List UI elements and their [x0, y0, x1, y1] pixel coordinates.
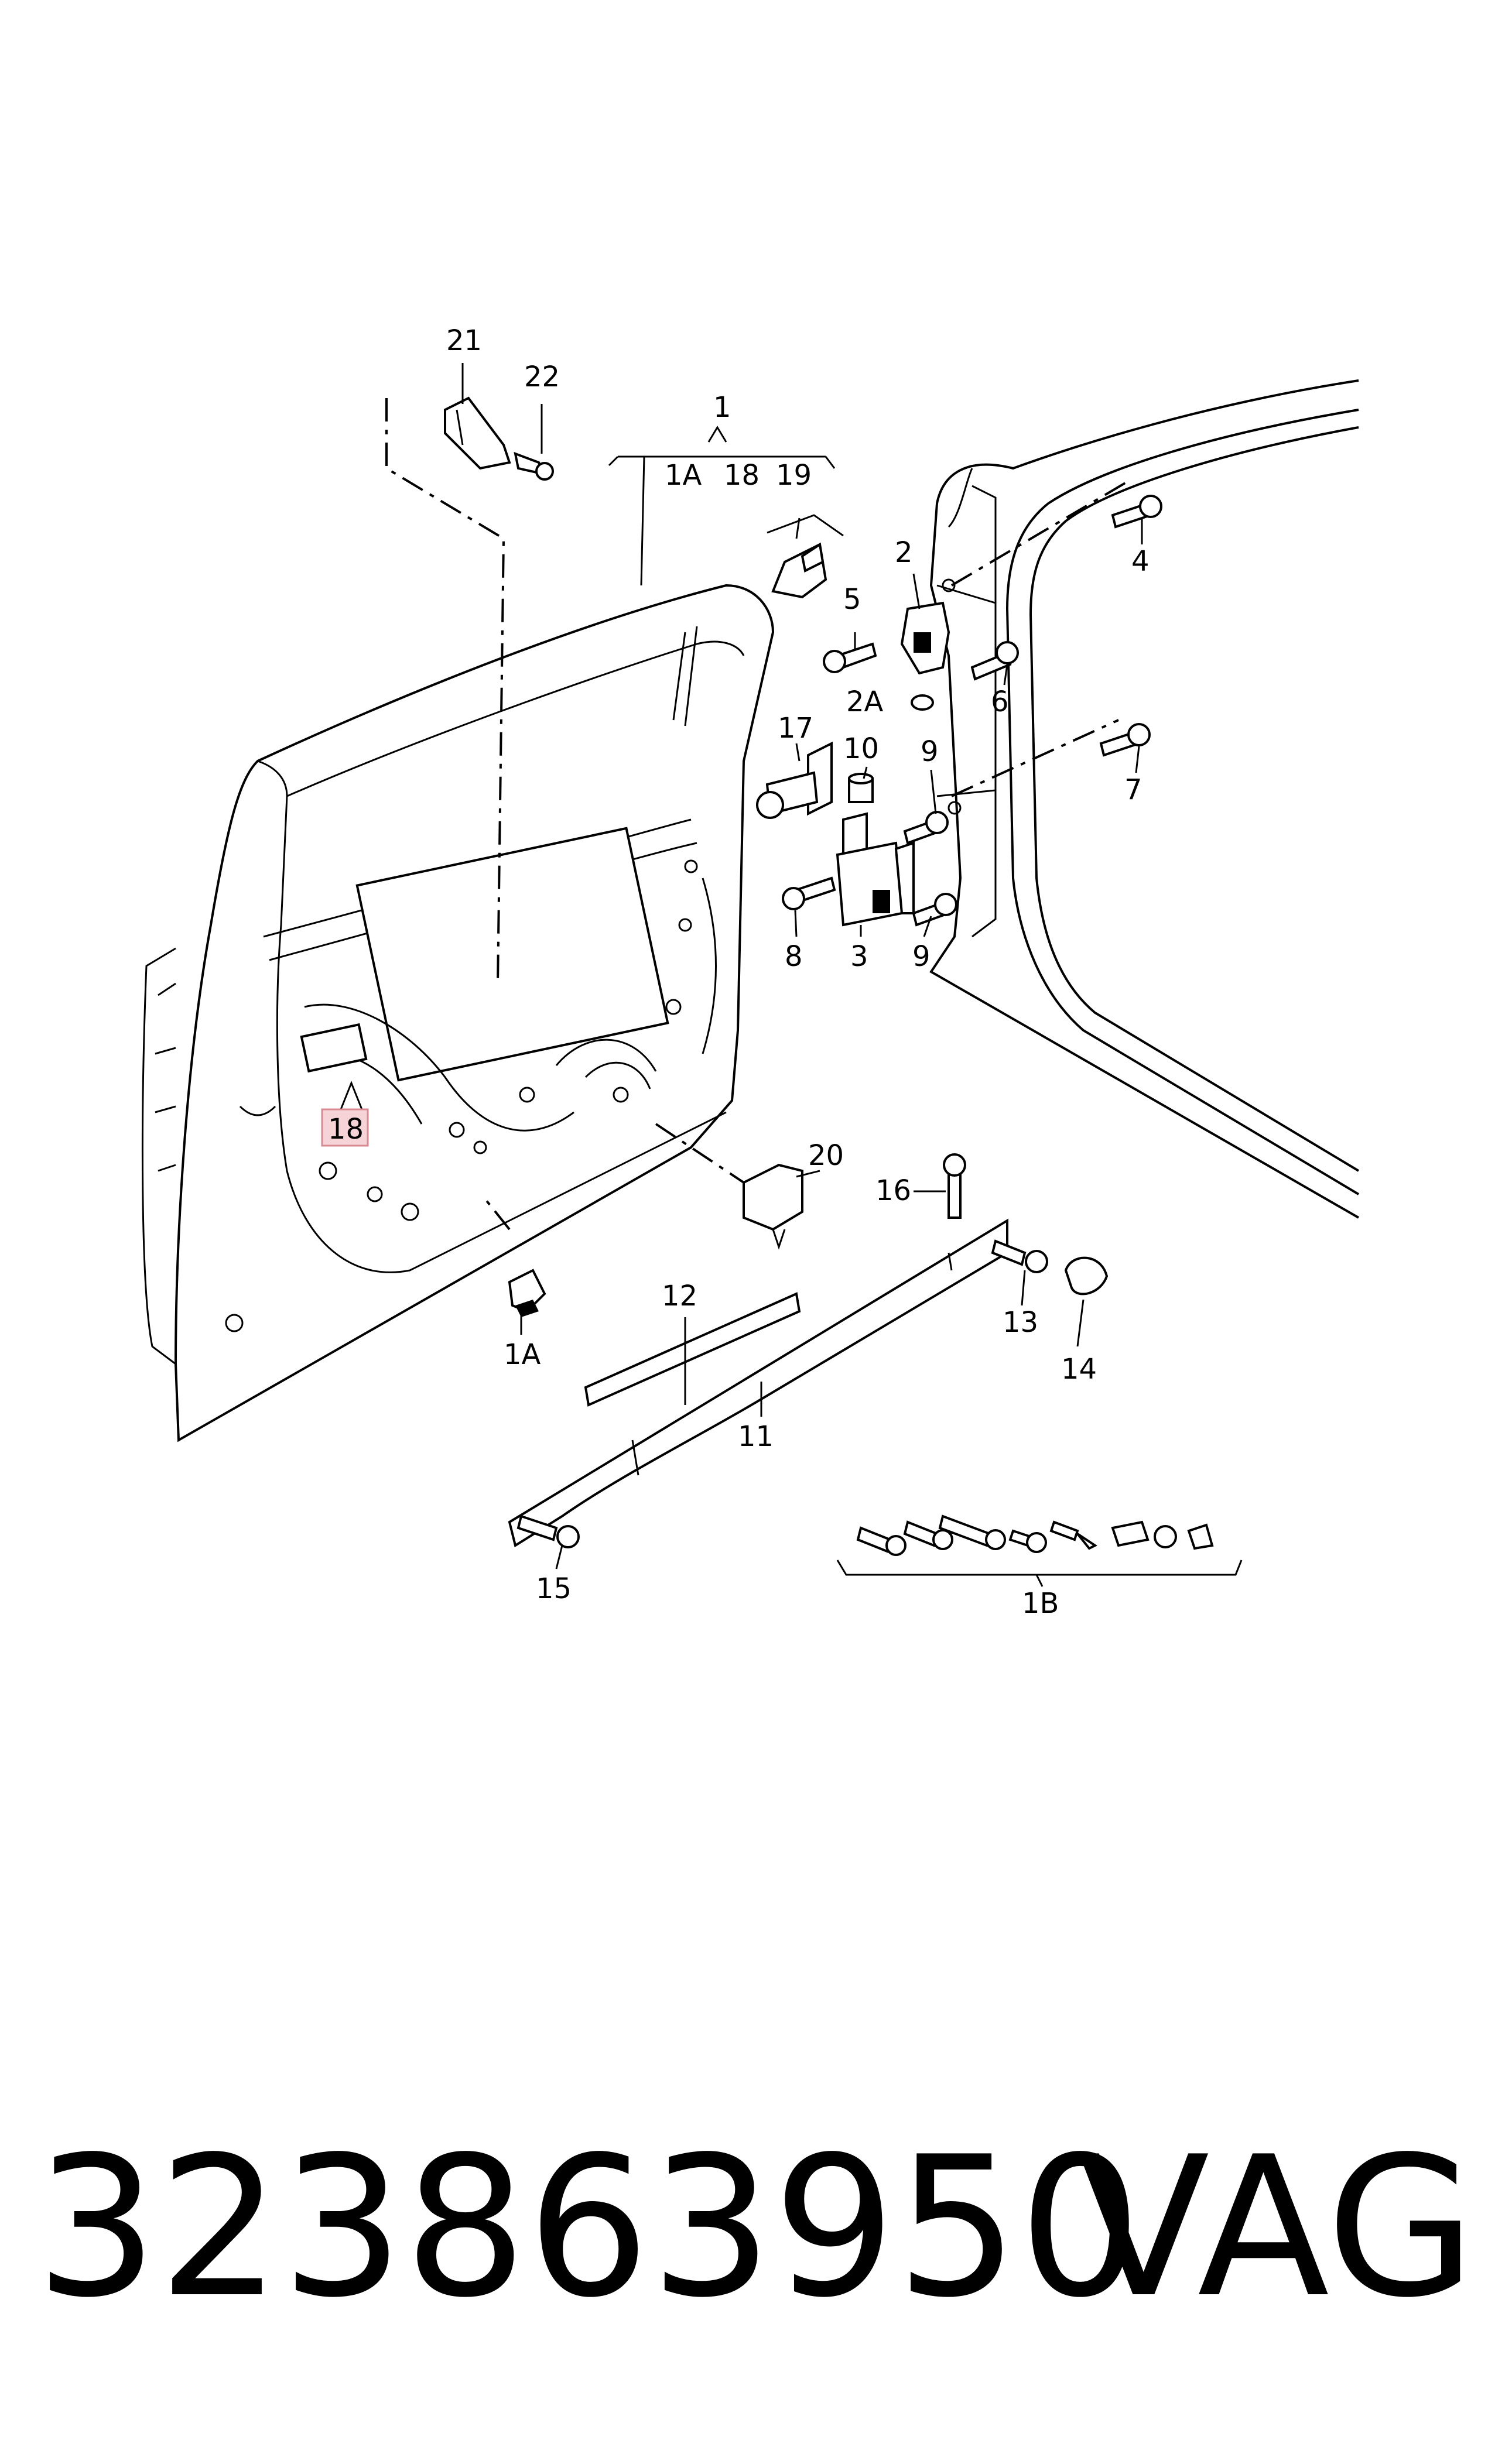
upper-hinge-2: [900, 601, 950, 675]
trim-strip-12: [584, 1292, 801, 1407]
callout-12: 12: [662, 1280, 697, 1312]
brand-text: VAG: [1077, 2115, 1476, 2340]
clip-14: [1064, 1256, 1109, 1296]
hardware-set-1B: [856, 1514, 1214, 1556]
callout-14: 14: [1061, 1353, 1097, 1386]
lower-hinge-3: [836, 812, 915, 927]
callout-7: 7: [1124, 773, 1142, 806]
bolt-7: [1099, 723, 1151, 757]
screw-16: [943, 1153, 966, 1219]
check-strap-17: [756, 741, 833, 819]
callout-1A-bottom: 1A: [504, 1338, 541, 1371]
callout-16: 16: [875, 1174, 911, 1207]
leader-lines: [338, 363, 1243, 1587]
callout-19: 19: [776, 459, 812, 492]
callout-21: 21: [446, 324, 482, 357]
spacer-2A: [911, 694, 934, 711]
callout-15: 15: [536, 1572, 572, 1605]
exploded-parts-diagram: 21 22 1 1A 18 19 2 4 5 2A 6 17 10 9 7 8 …: [141, 324, 1360, 1620]
screw-22: [514, 451, 554, 481]
screw-15: [516, 1514, 580, 1548]
callout-11: 11: [738, 1420, 774, 1453]
bolt-6: [970, 641, 1019, 681]
sill-panel-11: [508, 1218, 1008, 1548]
clip-19: [771, 542, 827, 599]
callout-13: 13: [1003, 1306, 1038, 1339]
bolt-13: [991, 1239, 1048, 1273]
callout-9-lower: 9: [912, 940, 931, 973]
door-shell: [141, 584, 775, 1442]
callout-6: 6: [991, 686, 1009, 718]
bolt-9-upper: [903, 811, 949, 845]
bolt-8: [782, 876, 836, 910]
callout-18-box: 18: [328, 1113, 364, 1146]
dashed-guide-lines: [385, 398, 1131, 1231]
callout-17: 17: [778, 712, 813, 745]
bolt-5: [823, 642, 877, 673]
callout-labels: 21 22 1 1A 18 19 2 4 5 2A 6 17 10 9 7 8 …: [328, 324, 1150, 1620]
callout-1B: 1B: [1022, 1587, 1059, 1620]
plug-1A-bottom: [508, 1269, 546, 1317]
callout-1A-top: 1A: [665, 459, 702, 492]
bracket-21: [444, 396, 511, 470]
body-frame-outline: [929, 379, 1360, 1219]
bolt-4: [1111, 495, 1162, 529]
callout-22: 22: [524, 361, 560, 393]
block-20: [743, 1163, 803, 1250]
highlight-box-18: [321, 1108, 369, 1147]
bolt-9-lower: [912, 893, 957, 927]
callout-2A: 2A: [846, 686, 884, 718]
callout-2: 2: [895, 536, 913, 569]
callout-10: 10: [843, 732, 879, 765]
callout-9-upper: 9: [921, 735, 939, 768]
callout-4: 4: [1131, 545, 1150, 578]
callout-20: 20: [808, 1139, 844, 1172]
callout-5: 5: [843, 583, 861, 616]
part-number-text: 323863950: [35, 2115, 1142, 2340]
cap-10: [848, 773, 874, 803]
callout-1: 1: [713, 391, 731, 424]
callout-18-top: 18: [724, 459, 760, 492]
callout-8: 8: [785, 940, 803, 973]
callout-3: 3: [850, 940, 868, 973]
